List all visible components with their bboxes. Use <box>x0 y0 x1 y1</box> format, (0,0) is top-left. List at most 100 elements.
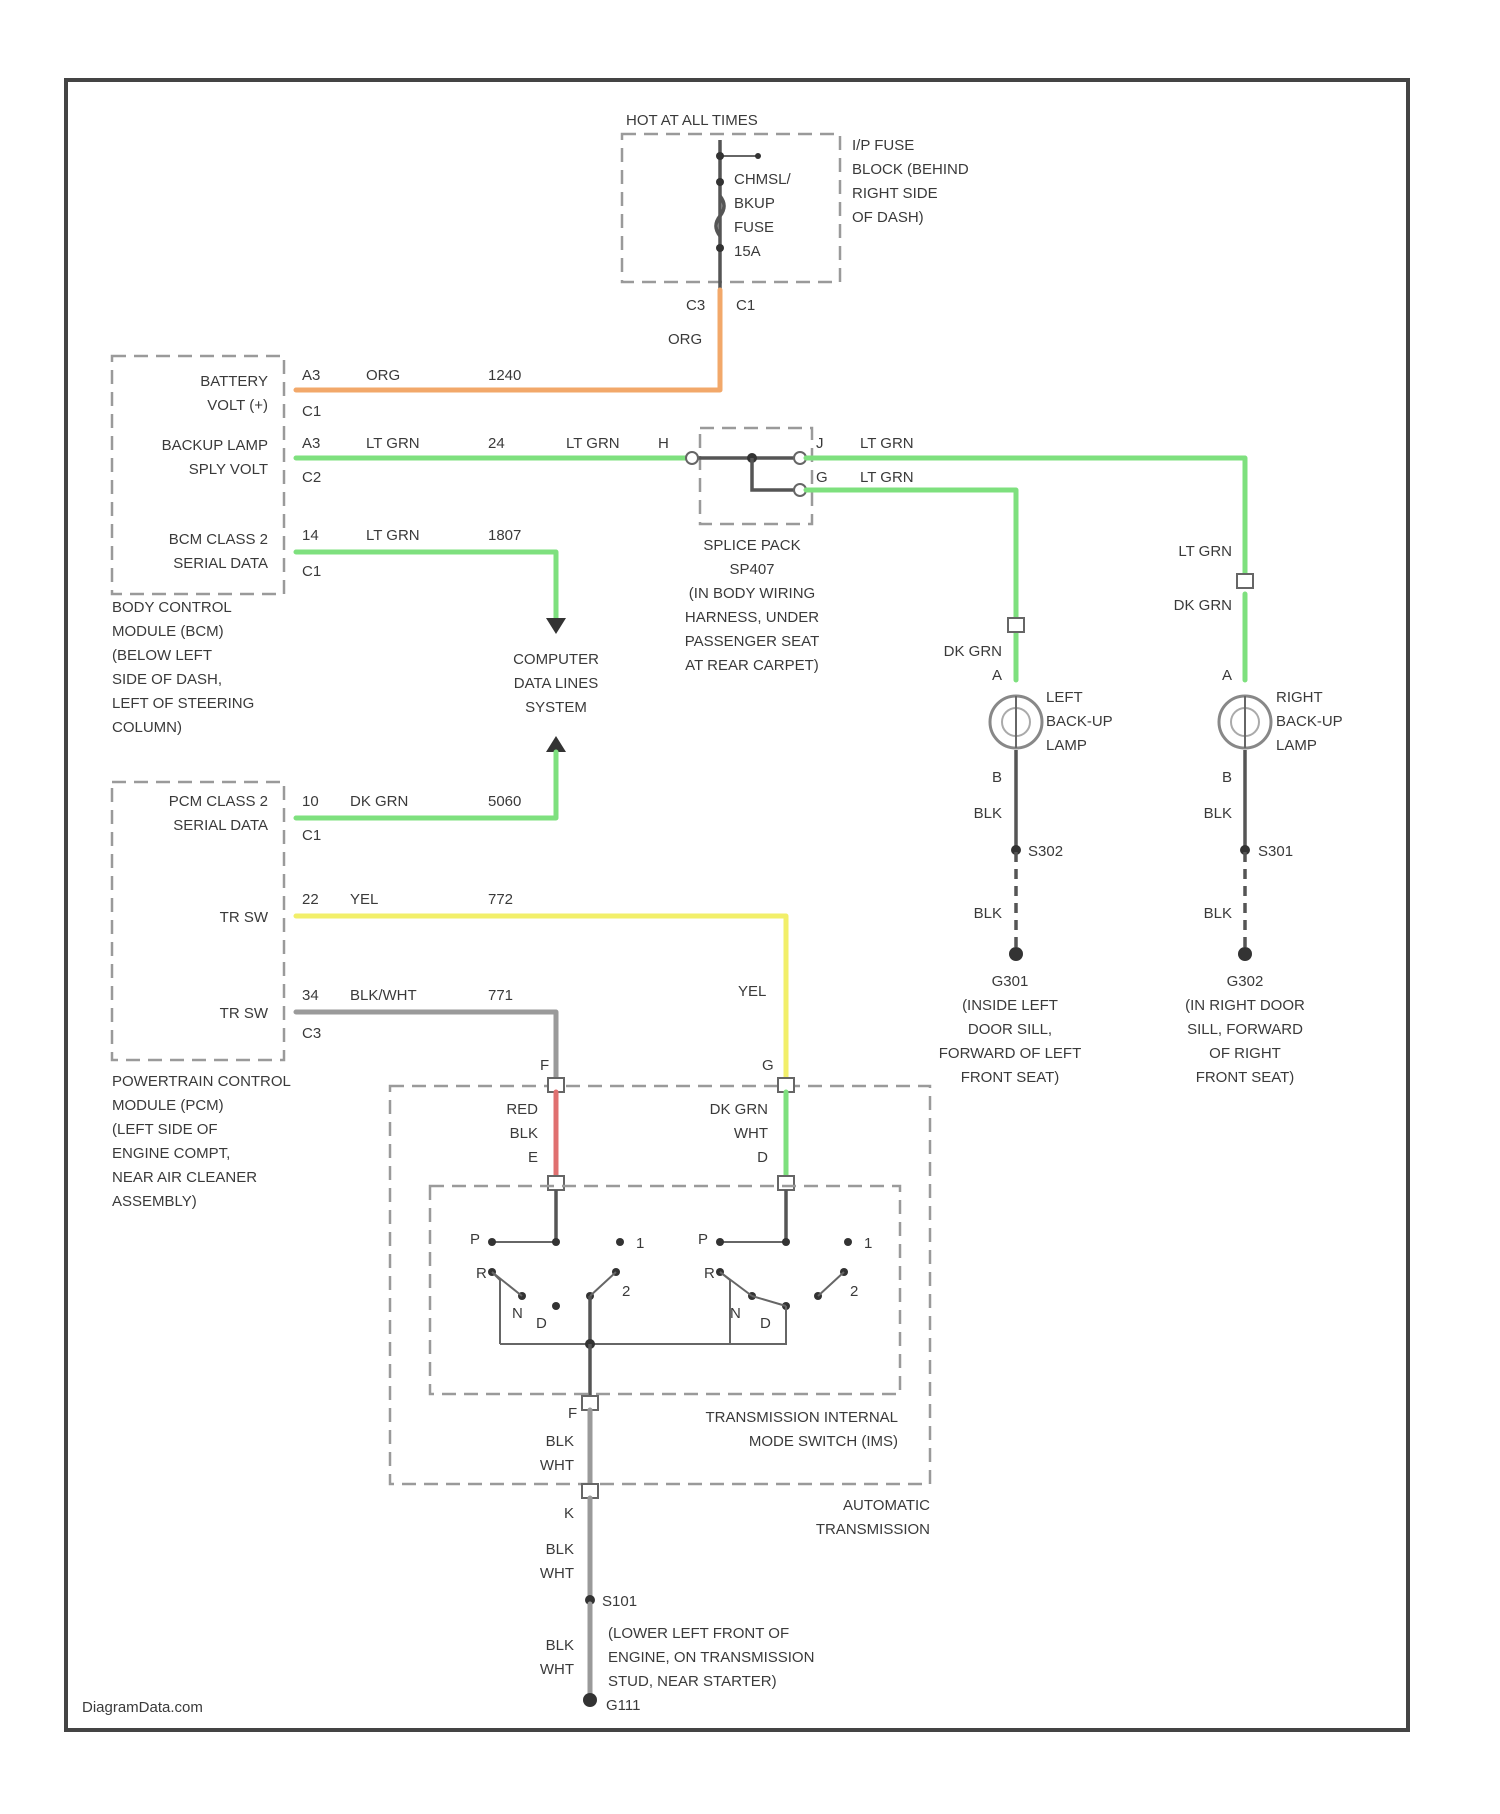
trans-splice: S101 <box>602 1593 637 1610</box>
pcm-pin3-name: TR SW <box>220 1005 269 1022</box>
trans-red-wire-1: RED <box>506 1101 538 1118</box>
bcm-pin2-conn: C2 <box>302 469 321 486</box>
ims-left-pos-d: D <box>536 1315 547 1332</box>
automatic-transmission: F G YEL RED BLK E DK GRN WHT D <box>390 983 930 1538</box>
bcm-pin3-conn: C1 <box>302 563 321 580</box>
trans-wire2-2: WHT <box>540 1565 574 1582</box>
bcm-desc-5: LEFT OF STEERING <box>112 695 254 712</box>
gray-wire-tr-sw <box>296 1012 556 1078</box>
bcm-pin1-conn: C1 <box>302 403 321 420</box>
pcm-desc-2: MODULE (PCM) <box>112 1097 224 1114</box>
left-lamp-name-1: LEFT <box>1046 689 1083 706</box>
ground-desc-2: ENGINE, ON TRANSMISSION <box>608 1649 814 1666</box>
trans-pin-f-top: F <box>540 1057 549 1074</box>
right-lamp-gnd-color2: BLK <box>1204 905 1232 922</box>
right-lamp-name-2: BACK-UP <box>1276 713 1343 730</box>
fuse-label-4: 15A <box>734 243 761 260</box>
splice-in-pin: H <box>658 435 669 452</box>
right-lamp-ground-2: (IN RIGHT DOOR <box>1185 997 1305 1014</box>
right-lamp-ground-3: SILL, FORWARD <box>1187 1021 1303 1038</box>
fuse-block-header: HOT AT ALL TIMES <box>626 112 758 129</box>
bcm-pin2-name-2: SPLY VOLT <box>189 461 268 478</box>
fuse-label-3: FUSE <box>734 219 774 236</box>
bcm-pin2-circuit: 24 <box>488 435 505 452</box>
left-lamp-ground-3: DOOR SILL, <box>968 1021 1052 1038</box>
splice-out1-color: LT GRN <box>860 435 914 452</box>
trans-ground: G111 <box>606 1697 640 1714</box>
left-lamp-gnd-color1: BLK <box>974 805 1002 822</box>
pcm-pin3-color: BLK/WHT <box>350 987 417 1004</box>
bcm-desc-2: MODULE (BCM) <box>112 623 224 640</box>
ims-left-pos-1: 1 <box>636 1235 644 1252</box>
ims-left-pos-n: N <box>512 1305 523 1322</box>
ims-left-pos-2: 2 <box>622 1283 630 1300</box>
bcm-pin3-name-2: SERIAL DATA <box>173 555 268 572</box>
fuse-conn-left: C3 <box>686 297 705 314</box>
body-control-module: BATTERY VOLT (+) A3 C1 ORG 1240 BACKUP L… <box>112 356 521 736</box>
pcm-pin2-circuit: 772 <box>488 891 513 908</box>
splice-desc-4: HARNESS, UNDER <box>685 609 819 626</box>
right-lamp-pin-b: B <box>1222 769 1232 786</box>
fuse-label-1: CHMSL/ <box>734 171 792 188</box>
cdl-label-3: SYSTEM <box>525 699 587 716</box>
left-lamp-pin-b: B <box>992 769 1002 786</box>
right-lamp-color-top: LT GRN <box>1178 543 1232 560</box>
pcm-pin1-color: DK GRN <box>350 793 408 810</box>
ims-name-2: MODE SWITCH (IMS) <box>749 1433 898 1450</box>
left-lamp-name-2: BACK-UP <box>1046 713 1113 730</box>
splice-out2-color: LT GRN <box>860 469 914 486</box>
pcm-pin3-circuit: 771 <box>488 987 513 1004</box>
splice-desc-5: PASSENGER SEAT <box>685 633 819 650</box>
trans-green-pin: D <box>757 1149 768 1166</box>
pcm-desc-5: NEAR AIR CLEANER <box>112 1169 257 1186</box>
bcm-pin3-color: LT GRN <box>366 527 420 544</box>
ims-name-1: TRANSMISSION INTERNAL <box>705 1409 898 1426</box>
pcm-desc-4: ENGINE COMPT, <box>112 1145 230 1162</box>
trans-pin-g-top: G <box>762 1057 774 1074</box>
left-lamp-ground-5: FRONT SEAT) <box>961 1069 1060 1086</box>
bcm-pin1-color: ORG <box>366 367 400 384</box>
green-wire-left-lamp <box>806 490 1016 622</box>
trans-wire3-1: BLK <box>546 1637 574 1654</box>
ground-icon <box>1009 947 1023 961</box>
right-lamp-ground-4: OF RIGHT <box>1209 1045 1281 1062</box>
left-lamp-ground-2: (INSIDE LEFT <box>962 997 1058 1014</box>
splice-desc-3: (IN BODY WIRING <box>689 585 815 602</box>
pcm-pin2-name: TR SW <box>220 909 269 926</box>
bcm-pin1-number: A3 <box>302 367 320 384</box>
left-lamp-splice: S302 <box>1028 843 1063 860</box>
left-backup-lamp: DK GRN A LEFT BACK-UP LAMP B BLK S302 BL… <box>939 618 1113 1086</box>
pcm-pin2-color: YEL <box>350 891 378 908</box>
green-wire-bcm-data <box>296 552 556 620</box>
pcm-pin2-number: 22 <box>302 891 319 908</box>
right-lamp-in-color: DK GRN <box>1174 597 1232 614</box>
bcm-pin1-name-2: VOLT (+) <box>207 397 268 414</box>
bcm-pin3-name-1: BCM CLASS 2 <box>169 531 268 548</box>
pcm-pin3-number: 34 <box>302 987 319 1004</box>
right-lamp-ground-5: FRONT SEAT) <box>1196 1069 1295 1086</box>
trans-wire1-2: WHT <box>540 1457 574 1474</box>
right-lamp-ground-1: G302 <box>1227 973 1264 990</box>
fuse-location-3: RIGHT SIDE <box>852 185 938 202</box>
bcm-pin2-number: A3 <box>302 435 320 452</box>
pcm-pin1-name-1: PCM CLASS 2 <box>169 793 268 810</box>
trans-wire2-1: BLK <box>546 1541 574 1558</box>
ims-right-pos-n: N <box>730 1305 741 1322</box>
left-lamp-ground-1: G301 <box>992 973 1029 990</box>
left-lamp-pin-a: A <box>992 667 1002 684</box>
ims-right-pos-1: 1 <box>864 1235 872 1252</box>
pcm-desc-1: POWERTRAIN CONTROL <box>112 1073 291 1090</box>
bcm-pin1-name-1: BATTERY <box>200 373 268 390</box>
range-switch-left: P R N D 2 1 <box>470 1231 644 1344</box>
arrow-down-icon <box>546 618 566 634</box>
splice-outline <box>700 428 812 524</box>
trans-green-wire-1: DK GRN <box>710 1101 768 1118</box>
trans-auto-name-2: TRANSMISSION <box>816 1521 930 1538</box>
ground-icon <box>583 1693 597 1707</box>
right-lamp-splice: S301 <box>1258 843 1293 860</box>
bcm-desc-1: BODY CONTROL <box>112 599 232 616</box>
left-lamp-name-3: LAMP <box>1046 737 1087 754</box>
bcm-pin1-circuit: 1240 <box>488 367 521 384</box>
trans-wire3-2: WHT <box>540 1661 574 1678</box>
ground-icon <box>1238 947 1252 961</box>
